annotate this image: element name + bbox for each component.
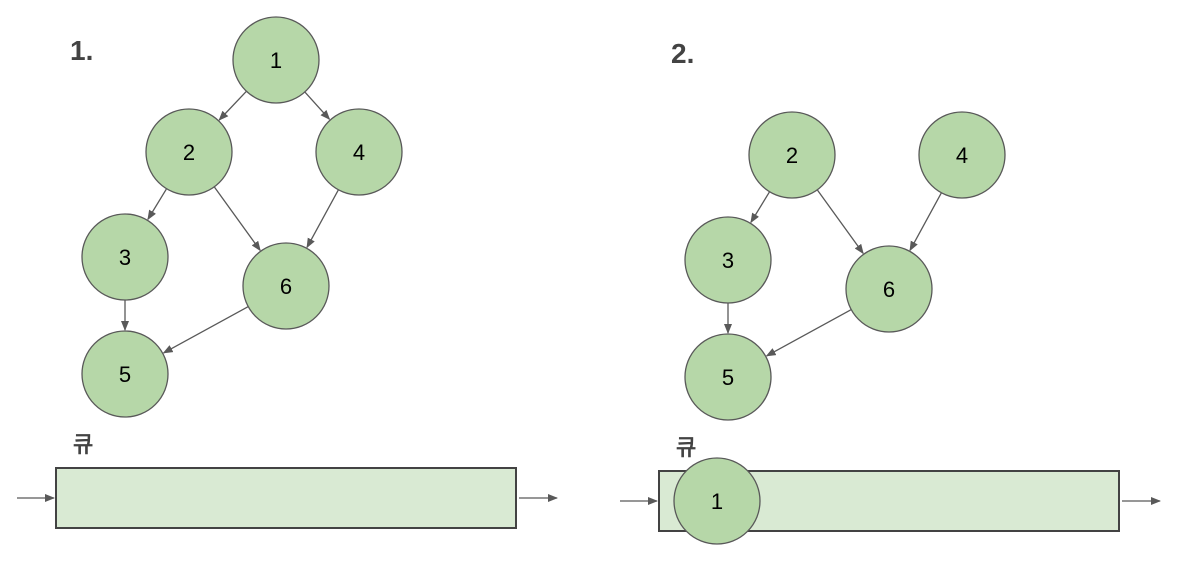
node-2: 2 xyxy=(748,111,836,199)
node-circle xyxy=(232,16,320,104)
queue-label: 큐 xyxy=(73,433,93,458)
edge-4-to-6 xyxy=(909,192,942,252)
node-label: 1 xyxy=(711,489,723,514)
node-5: 5 xyxy=(81,330,169,418)
edge-6-to-5 xyxy=(765,309,852,357)
graph-nodes: 2 3 4 5 6 xyxy=(684,111,1006,421)
node-6: 6 xyxy=(845,245,933,333)
node-label: 5 xyxy=(722,365,734,390)
node-circle xyxy=(684,216,772,304)
node-label: 6 xyxy=(280,274,292,299)
node-label: 2 xyxy=(786,143,798,168)
node-3: 3 xyxy=(81,213,169,301)
queue-box xyxy=(55,467,517,529)
queue-label: 큐 xyxy=(676,436,696,461)
node-1: 1 xyxy=(673,457,761,545)
edge-1-to-2 xyxy=(218,90,247,121)
node-label: 4 xyxy=(353,140,365,165)
edge-2-to-3 xyxy=(147,188,168,221)
node-4: 4 xyxy=(315,108,403,196)
edge-4-to-6 xyxy=(306,189,339,249)
panel-step-1: 1. 1 2 3 4 5 6 큐 xyxy=(17,16,558,529)
node-label: 1 xyxy=(270,48,282,73)
node-6: 6 xyxy=(242,242,330,330)
graph-edges xyxy=(121,90,339,354)
step-label: 2. xyxy=(671,38,694,69)
graph-nodes: 1 2 3 4 5 6 xyxy=(81,16,403,418)
node-circle xyxy=(81,213,169,301)
edge-2-to-6 xyxy=(816,189,864,255)
edge-6-to-5 xyxy=(162,306,249,354)
node-4: 4 xyxy=(918,111,1006,199)
node-circle xyxy=(315,108,403,196)
node-circle xyxy=(81,330,169,418)
node-3: 3 xyxy=(684,216,772,304)
node-circle xyxy=(748,111,836,199)
node-2: 2 xyxy=(145,108,233,196)
node-label: 3 xyxy=(722,248,734,273)
node-label: 4 xyxy=(956,143,968,168)
node-circle xyxy=(684,333,772,421)
node-circle xyxy=(145,108,233,196)
node-5: 5 xyxy=(684,333,772,421)
queue-items: 1 xyxy=(673,457,761,545)
node-label: 6 xyxy=(883,277,895,302)
node-label: 3 xyxy=(119,245,131,270)
node-label: 5 xyxy=(119,362,131,387)
node-circle xyxy=(673,457,761,545)
node-circle xyxy=(918,111,1006,199)
edge-2-to-6 xyxy=(213,186,261,252)
panel-step-2: 2. 2 3 4 5 6 큐 1 xyxy=(620,38,1161,545)
step-label: 1. xyxy=(70,35,93,66)
node-1: 1 xyxy=(232,16,320,104)
node-circle xyxy=(242,242,330,330)
edge-1-to-4 xyxy=(304,91,331,121)
graph-edges xyxy=(724,189,942,357)
edge-2-to-3 xyxy=(750,191,771,224)
node-label: 2 xyxy=(183,140,195,165)
node-circle xyxy=(845,245,933,333)
